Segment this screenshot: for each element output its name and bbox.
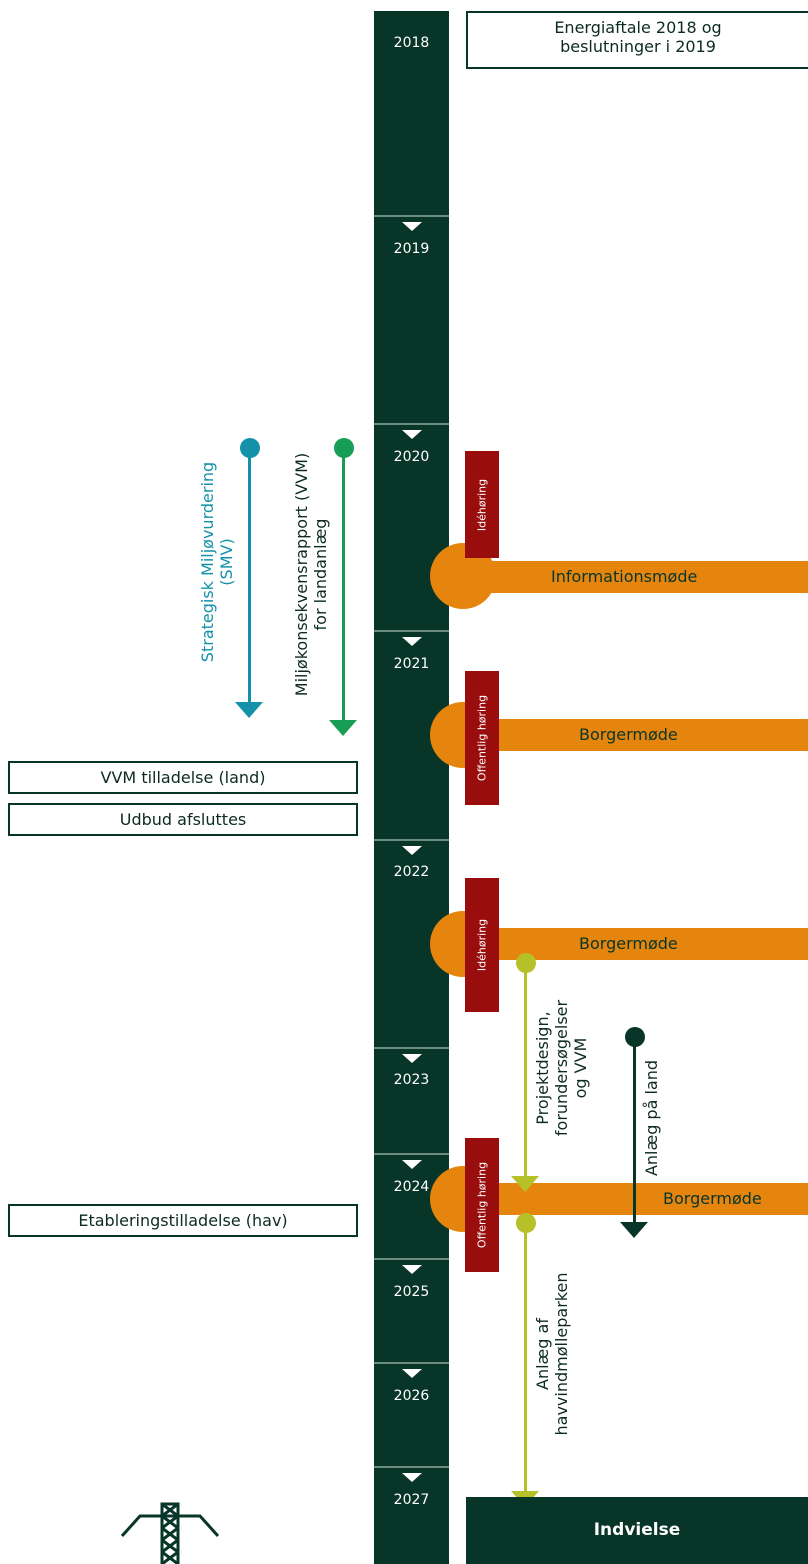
chevron-down-icon bbox=[402, 1473, 422, 1482]
timeline-column: 2018 2019 2020 2021 2022 2023 2024 2025 … bbox=[374, 11, 449, 1564]
year-separator bbox=[374, 1153, 449, 1155]
tender-completed-box: Udbud afsluttes bbox=[8, 803, 358, 836]
chevron-down-icon bbox=[402, 846, 422, 855]
borgermoede-label-2024: Borgermøde bbox=[663, 1189, 762, 1208]
year-2021: 2021 bbox=[393, 656, 430, 672]
anlaeg-land-label: Anlæg på land bbox=[642, 1059, 661, 1177]
offentlig-hoering-label-2021: Offentlig høring bbox=[475, 694, 489, 782]
anlaeg-land-arrowhead bbox=[620, 1222, 648, 1238]
borgermoede-label-2022: Borgermøde bbox=[579, 934, 678, 953]
year-2019: 2019 bbox=[393, 241, 430, 257]
borgermoede-bar-2021: Borgermøde bbox=[463, 719, 808, 751]
offentlig-hoering-tag-2024: Offentlig høring bbox=[465, 1138, 499, 1272]
projekt-line bbox=[524, 963, 527, 1177]
energy-agreement-box: Energiaftale 2018 og beslutninger i 2019 bbox=[466, 11, 808, 69]
borgermoede-bar-2022: Borgermøde bbox=[463, 928, 808, 960]
havvind-line bbox=[524, 1223, 527, 1493]
vvm-permit-land-box: VVM tilladelse (land) bbox=[8, 761, 358, 794]
projekt-label: Projektdesign, forundersøgelser og VVM bbox=[533, 999, 591, 1137]
chevron-down-icon bbox=[402, 637, 422, 646]
chevron-down-icon bbox=[402, 430, 422, 439]
year-separator bbox=[374, 1258, 449, 1260]
year-separator bbox=[374, 423, 449, 425]
informationsmoede-bar: Informationsmøde bbox=[463, 561, 808, 593]
year-separator bbox=[374, 1466, 449, 1468]
year-2020: 2020 bbox=[393, 449, 430, 465]
informationsmoede-label: Informationsmøde bbox=[551, 567, 698, 586]
power-pylon-icon bbox=[120, 1502, 220, 1564]
year-2018: 2018 bbox=[393, 35, 430, 51]
vvm-label: Miljøkonsekvensrapport (VVM) for landanl… bbox=[292, 452, 331, 697]
year-2023: 2023 bbox=[393, 1072, 430, 1088]
year-separator bbox=[374, 839, 449, 841]
year-separator bbox=[374, 215, 449, 217]
vvm-line bbox=[342, 448, 345, 722]
smv-arrowhead bbox=[235, 702, 263, 718]
year-2027: 2027 bbox=[393, 1492, 430, 1508]
chevron-down-icon bbox=[402, 1160, 422, 1169]
chevron-down-icon bbox=[402, 1369, 422, 1378]
year-2024: 2024 bbox=[393, 1179, 430, 1195]
chevron-down-icon bbox=[402, 222, 422, 231]
idehoering-tag-2020: Idéhøring bbox=[465, 451, 499, 558]
chevron-down-icon bbox=[402, 1054, 422, 1063]
year-separator bbox=[374, 630, 449, 632]
projekt-arrowhead bbox=[511, 1176, 539, 1192]
smv-label: Strategisk Miljøvurdering (SMV) bbox=[198, 461, 237, 663]
year-separator bbox=[374, 1362, 449, 1364]
year-2026: 2026 bbox=[393, 1388, 430, 1404]
indvielse-bar: Indvielse bbox=[466, 1497, 808, 1564]
idehoering-label-2020: Idéhøring bbox=[475, 478, 489, 531]
chevron-down-icon bbox=[402, 1265, 422, 1274]
anlaeg-land-line bbox=[633, 1037, 636, 1223]
year-2022: 2022 bbox=[393, 864, 430, 880]
havvind-label: Anlæg af havvindmølleparken bbox=[533, 1272, 572, 1436]
offentlig-hoering-label-2024: Offentlig høring bbox=[475, 1161, 489, 1249]
smv-line bbox=[248, 448, 251, 705]
year-2025: 2025 bbox=[393, 1284, 430, 1300]
idehoering-tag-2022: Idéhøring bbox=[465, 878, 499, 1012]
offentlig-hoering-tag-2021: Offentlig høring bbox=[465, 671, 499, 805]
energy-agreement-line2: beslutninger i 2019 bbox=[560, 37, 716, 57]
energy-agreement-line1: Energiaftale 2018 og bbox=[554, 18, 722, 37]
idehoering-label-2022: Idéhøring bbox=[475, 918, 489, 972]
establishment-permit-sea-box: Etableringstilladelse (hav) bbox=[8, 1204, 358, 1237]
vvm-arrowhead bbox=[329, 720, 357, 736]
borgermoede-label-2021: Borgermøde bbox=[579, 725, 678, 744]
year-separator bbox=[374, 1047, 449, 1049]
